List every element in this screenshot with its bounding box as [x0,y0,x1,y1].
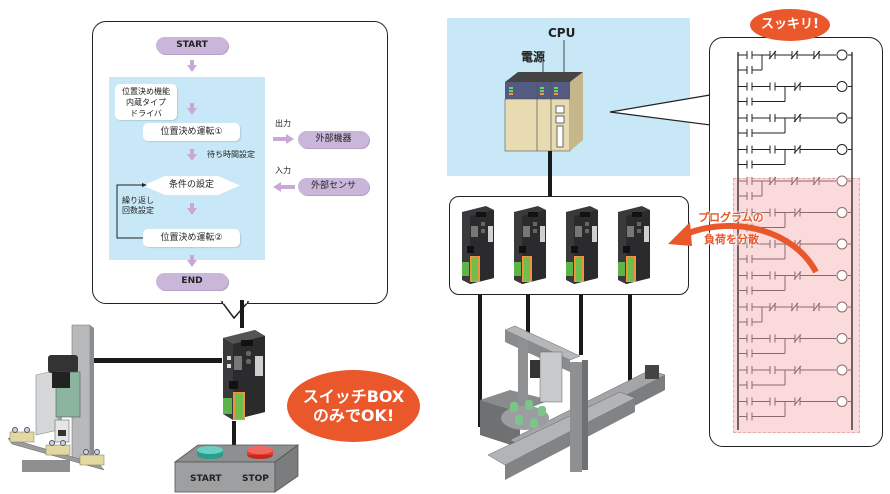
cable [240,300,244,328]
ladder-rung [738,270,852,295]
wait-time-label: 待ち時間設定 [207,150,255,159]
driver-label-line: 内蔵タイプ [126,98,166,107]
cpu-label: CPU [548,26,576,40]
start-button-label[interactable]: START [190,474,222,484]
output-label: 出力 [275,119,291,128]
repeat-label-line: 繰り返し [122,196,154,205]
sukkiri-badge: スッキリ! [750,9,830,41]
load-distribution-arrow [668,222,819,274]
stop-button-label[interactable]: STOP [242,474,269,484]
positioning-driver [223,330,265,420]
driver-label-line: 位置決め機能 [122,87,170,96]
badge-line: スイッチBOX [302,387,405,406]
ladder-rung [738,333,852,358]
flow-arrow-icon [187,149,197,161]
condition-diamond [143,176,240,195]
cable [232,421,236,451]
condition-label: 条件の設定 [168,180,214,190]
driver-unit [566,206,598,284]
driver-unit [514,206,546,284]
flow-arrow-icon [187,103,197,115]
load-label-line: プログラムの [698,211,764,224]
ladder-rung [738,144,852,169]
switch-box: START STOP [173,444,300,493]
flow-arrow-icon [187,60,197,72]
flow-step-2: 位置決め運転② [143,229,240,247]
flow-start: START [156,37,228,54]
repeat-label-line: 回数設定 [122,206,154,215]
plc-unit [504,40,583,171]
actuator-machine [7,324,222,472]
load-label-line: 負荷を分散 [704,233,759,246]
switch-box-only-badge: スイッチBOX のみでOK! [287,370,420,442]
cable [526,295,530,353]
cable [628,295,632,400]
driver-units [462,206,650,284]
ladder-callout-pointer [609,94,712,126]
output-arrow-icon [273,134,295,144]
ladder-diagram [737,49,853,430]
ladder-rung [738,49,852,74]
ladder-rung [738,301,852,326]
flow-end: END [156,273,228,290]
callout-tail [220,300,250,320]
cable [478,295,482,427]
external-device: 外部機器 [298,131,369,148]
driver-label-line: ドライバ [130,109,162,118]
repeat-loop-line [116,183,147,239]
ladder-rung [738,175,852,200]
xyz-gantry-machine [480,325,666,480]
repeat-count-label: 繰り返し 回数設定 [122,196,154,216]
cable [579,295,583,355]
flow-arrow-icon [187,255,197,267]
ladder-rung [738,364,852,389]
driver-type-label: 位置決め機能 内蔵タイプ ドライバ [115,84,177,120]
external-sensor: 外部センサ [298,178,369,195]
ladder-rung [738,396,852,421]
badge-line: のみでOK! [312,406,395,425]
ladder-rung [738,112,852,137]
input-label: 入力 [275,166,291,175]
input-arrow-icon [273,182,295,192]
flow-arrow-icon [187,203,197,215]
flow-step-1: 位置決め運転① [143,123,240,141]
cable [548,170,552,198]
ladder-rung [738,81,852,106]
driver-unit [462,206,494,284]
load-distribution-label: プログラムの 負荷を分散 [682,207,782,251]
driver-unit [618,206,650,284]
power-label: 電源 [521,50,546,64]
